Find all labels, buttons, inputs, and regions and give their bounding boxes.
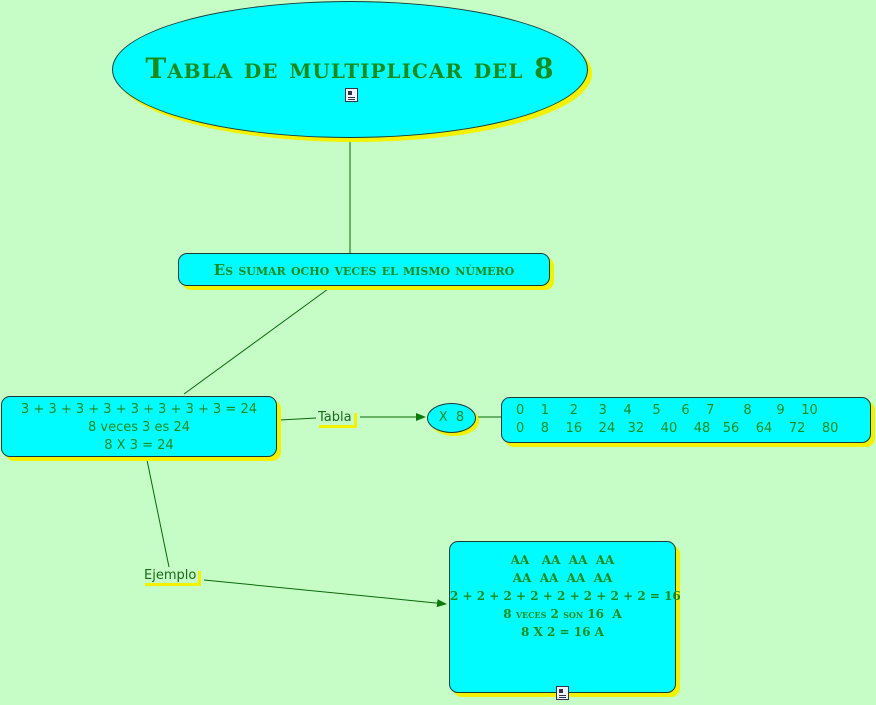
letters-line-3: 2 + 2 + 2 + 2 + 2 + 2 + 2 + 2 = 16 (450, 589, 681, 603)
link-example-tabla-label (279, 417, 317, 421)
link-definition-example (183, 288, 329, 395)
letters-line-2: AA AA AA AA (512, 571, 613, 585)
document-icon[interactable] (556, 686, 569, 700)
table-row-multipliers: 0 1 2 3 4 5 6 7 8 9 10 (516, 403, 818, 418)
example-line-2: 8 veces 3 es 24 (88, 420, 190, 435)
letters-example-node[interactable]: AA AA AA AA AA AA AA AA 2 + 2 + 2 + 2 + … (449, 541, 681, 700)
table-row-products: 0 8 16 24 32 40 48 56 64 72 80 (516, 421, 839, 436)
link-ejemplo-arrow (203, 579, 447, 608)
letters-line-1: AA AA AA AA (510, 553, 615, 567)
document-icon[interactable] (345, 88, 358, 102)
title-node[interactable]: Tabla de multiplicar del 8 (112, 1, 588, 138)
example-sum-node[interactable]: 3 + 3 + 3 + 3 + 3 + 3 + 3 + 3 = 24 8 vec… (1, 396, 277, 457)
definition-node[interactable]: Es sumar ocho veces el mismo nùmero (178, 253, 550, 286)
title-text: Tabla de multiplicar del 8 (145, 52, 555, 85)
x8-node[interactable]: X 8 (427, 403, 476, 433)
example-line-1: 3 + 3 + 3 + 3 + 3 + 3 + 3 + 3 = 24 (21, 402, 257, 417)
link-example-ejemplo-label (146, 459, 170, 568)
example-line-3: 8 X 3 = 24 (104, 438, 174, 453)
link-label-tabla: Tabla (316, 410, 354, 425)
definition-text: Es sumar ocho veces el mismo nùmero (213, 261, 515, 279)
letters-line-4: 8 veces 2 son 16 A (503, 607, 622, 621)
x8-text: X 8 (438, 410, 465, 425)
multiplication-table-node[interactable]: 0 1 2 3 4 5 6 7 8 9 10 0 8 16 24 32 40 4… (501, 397, 871, 443)
letters-line-5: 8 X 2 = 16 A (521, 625, 604, 639)
link-label-ejemplo: Ejemplo (142, 568, 199, 583)
